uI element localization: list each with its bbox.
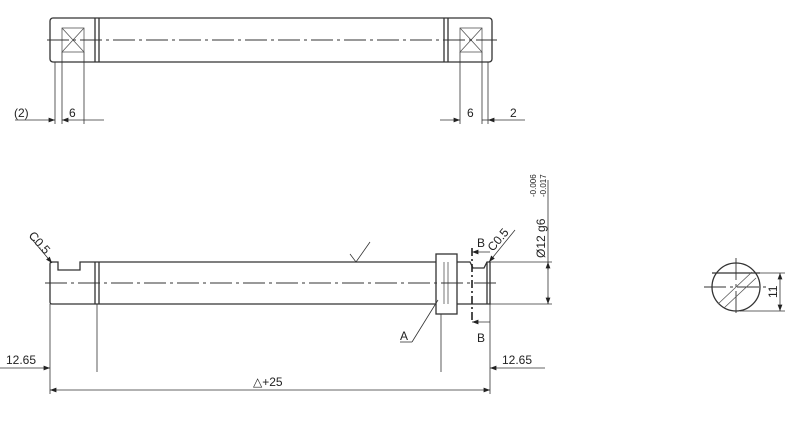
dim-right-1265: 12.65 (502, 353, 532, 367)
dim-length: △+25 (253, 375, 283, 389)
dim-left: 6 (69, 106, 76, 120)
tolerance-lower: -0.017 (539, 174, 548, 197)
collar (435, 253, 458, 315)
side-view: B B C0.5 C0.5 A 12.65 12.65 △+25 Ø12 g6 … (0, 174, 552, 394)
label-a: A (400, 329, 408, 343)
dim-right: 6 (467, 106, 474, 120)
surface-finish-icon (349, 241, 371, 263)
chamfer-left: C0.5 (26, 229, 54, 257)
section-view: 11 (704, 258, 785, 316)
dim-flat: 11 (766, 285, 780, 298)
dim-left-1265: 12.65 (6, 353, 36, 367)
tolerance-upper: -0.006 (529, 174, 538, 197)
diameter-label: Ø12 g6 (534, 218, 548, 258)
dim-right-end: 2 (510, 106, 517, 120)
dim-left-paren: (2) (14, 106, 29, 120)
section-label-top: B (477, 236, 485, 250)
top-view: (2) 6 6 2 (14, 17, 525, 124)
section-label-bottom: B (477, 331, 485, 345)
